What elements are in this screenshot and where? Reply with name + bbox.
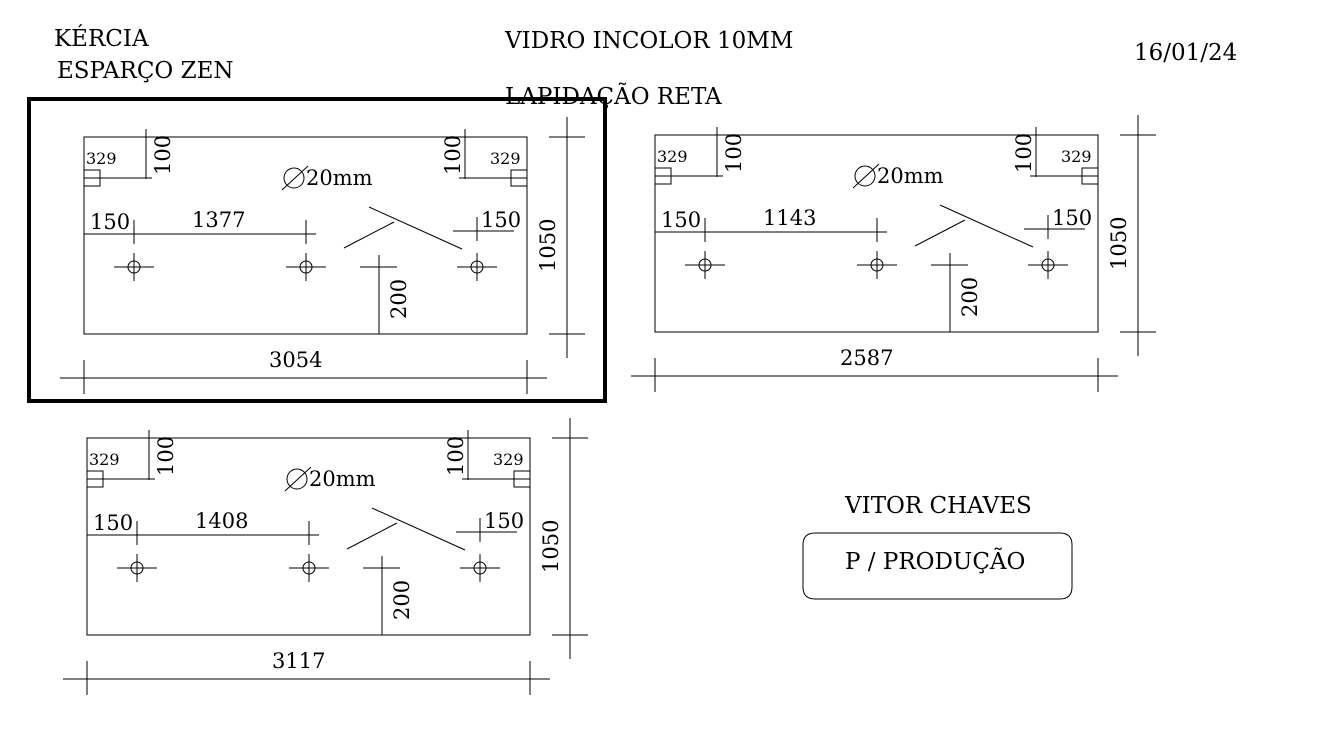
corner-depth-label-right: 100 — [444, 436, 468, 476]
height-label: 1050 — [539, 520, 563, 573]
stamp-border — [802, 532, 1073, 600]
diameter-symbol-slash — [852, 163, 880, 189]
signature-name: VITOR CHAVES — [844, 493, 1032, 519]
panel-outline — [654, 134, 1099, 333]
corner-depth-label-right: 100 — [441, 135, 465, 175]
edge-left-label: 150 — [93, 511, 133, 535]
diameter-symbol-slash — [284, 466, 312, 492]
corner-label-left: 329 — [86, 149, 117, 168]
diameter-symbol-slash — [281, 165, 309, 191]
panel-1: 329 100 329 100 20mm 150 1377 150 200 1050 3054 — [60, 117, 585, 394]
edge-right-label: 150 — [484, 509, 524, 533]
hole-diameter-label: 20mm — [309, 467, 376, 491]
corner-label-left: 329 — [89, 450, 120, 469]
diameter-symbol-icon — [854, 165, 876, 187]
panel-outline — [86, 437, 531, 636]
hole-diameter-label: 20mm — [306, 166, 373, 190]
selection-frame — [27, 97, 607, 403]
edge-right-label: 150 — [481, 208, 521, 232]
diameter-symbol-icon — [286, 468, 308, 490]
width-label: 3054 — [269, 348, 322, 372]
diameter-symbol-icon — [283, 167, 305, 189]
panel-2: 329 100 329 100 20mm 150 1143 150 200 1050 2587 — [631, 115, 1156, 392]
drawing-date: 16/01/24 — [1134, 40, 1237, 66]
height-label: 1050 — [1107, 217, 1131, 270]
hole-spacing-label: 1143 — [763, 206, 816, 230]
project-name: ESPARÇO ZEN — [57, 58, 234, 84]
client-name: KÉRCIA — [54, 25, 149, 52]
corner-label-right: 329 — [493, 450, 524, 469]
hole-diameter-label: 20mm — [877, 164, 944, 188]
edge-right-label: 150 — [1052, 206, 1092, 230]
corner-label-right: 329 — [490, 149, 521, 168]
production-stamp: P / PRODUÇÃO — [802, 532, 1073, 600]
finish-spec: LAPIDAÇÃO RETA — [505, 82, 722, 110]
panel-outline — [83, 136, 528, 335]
edge-left-label: 150 — [661, 208, 701, 232]
reference-line-2 — [368, 206, 463, 250]
reference-line-1 — [343, 221, 395, 249]
stamp-label: P / PRODUÇÃO — [845, 547, 1025, 575]
reference-line-1 — [346, 522, 398, 550]
corner-depth-label-left: 100 — [151, 135, 175, 175]
edge-left-label: 150 — [90, 210, 130, 234]
center-offset-label: 200 — [390, 580, 414, 620]
corner-label-left: 329 — [657, 147, 688, 166]
reference-line-2 — [939, 204, 1034, 248]
hole-spacing-label: 1377 — [192, 208, 245, 232]
corner-depth-label-left: 100 — [722, 133, 746, 173]
corner-depth-label-left: 100 — [154, 436, 178, 476]
material-spec: VIDRO INCOLOR 10MM — [504, 28, 793, 54]
center-offset-label: 200 — [958, 277, 982, 317]
reference-line-2 — [371, 507, 466, 551]
height-label: 1050 — [536, 219, 560, 272]
reference-line-1 — [914, 219, 966, 247]
corner-label-right: 329 — [1061, 147, 1092, 166]
center-offset-label: 200 — [387, 279, 411, 319]
hole-spacing-label: 1408 — [195, 509, 248, 533]
panel-3: 329 100 329 100 20mm 150 1408 150 200 1050 3117 — [63, 418, 588, 695]
width-label: 3117 — [272, 649, 325, 673]
width-label: 2587 — [840, 346, 893, 370]
corner-depth-label-right: 100 — [1012, 133, 1036, 173]
